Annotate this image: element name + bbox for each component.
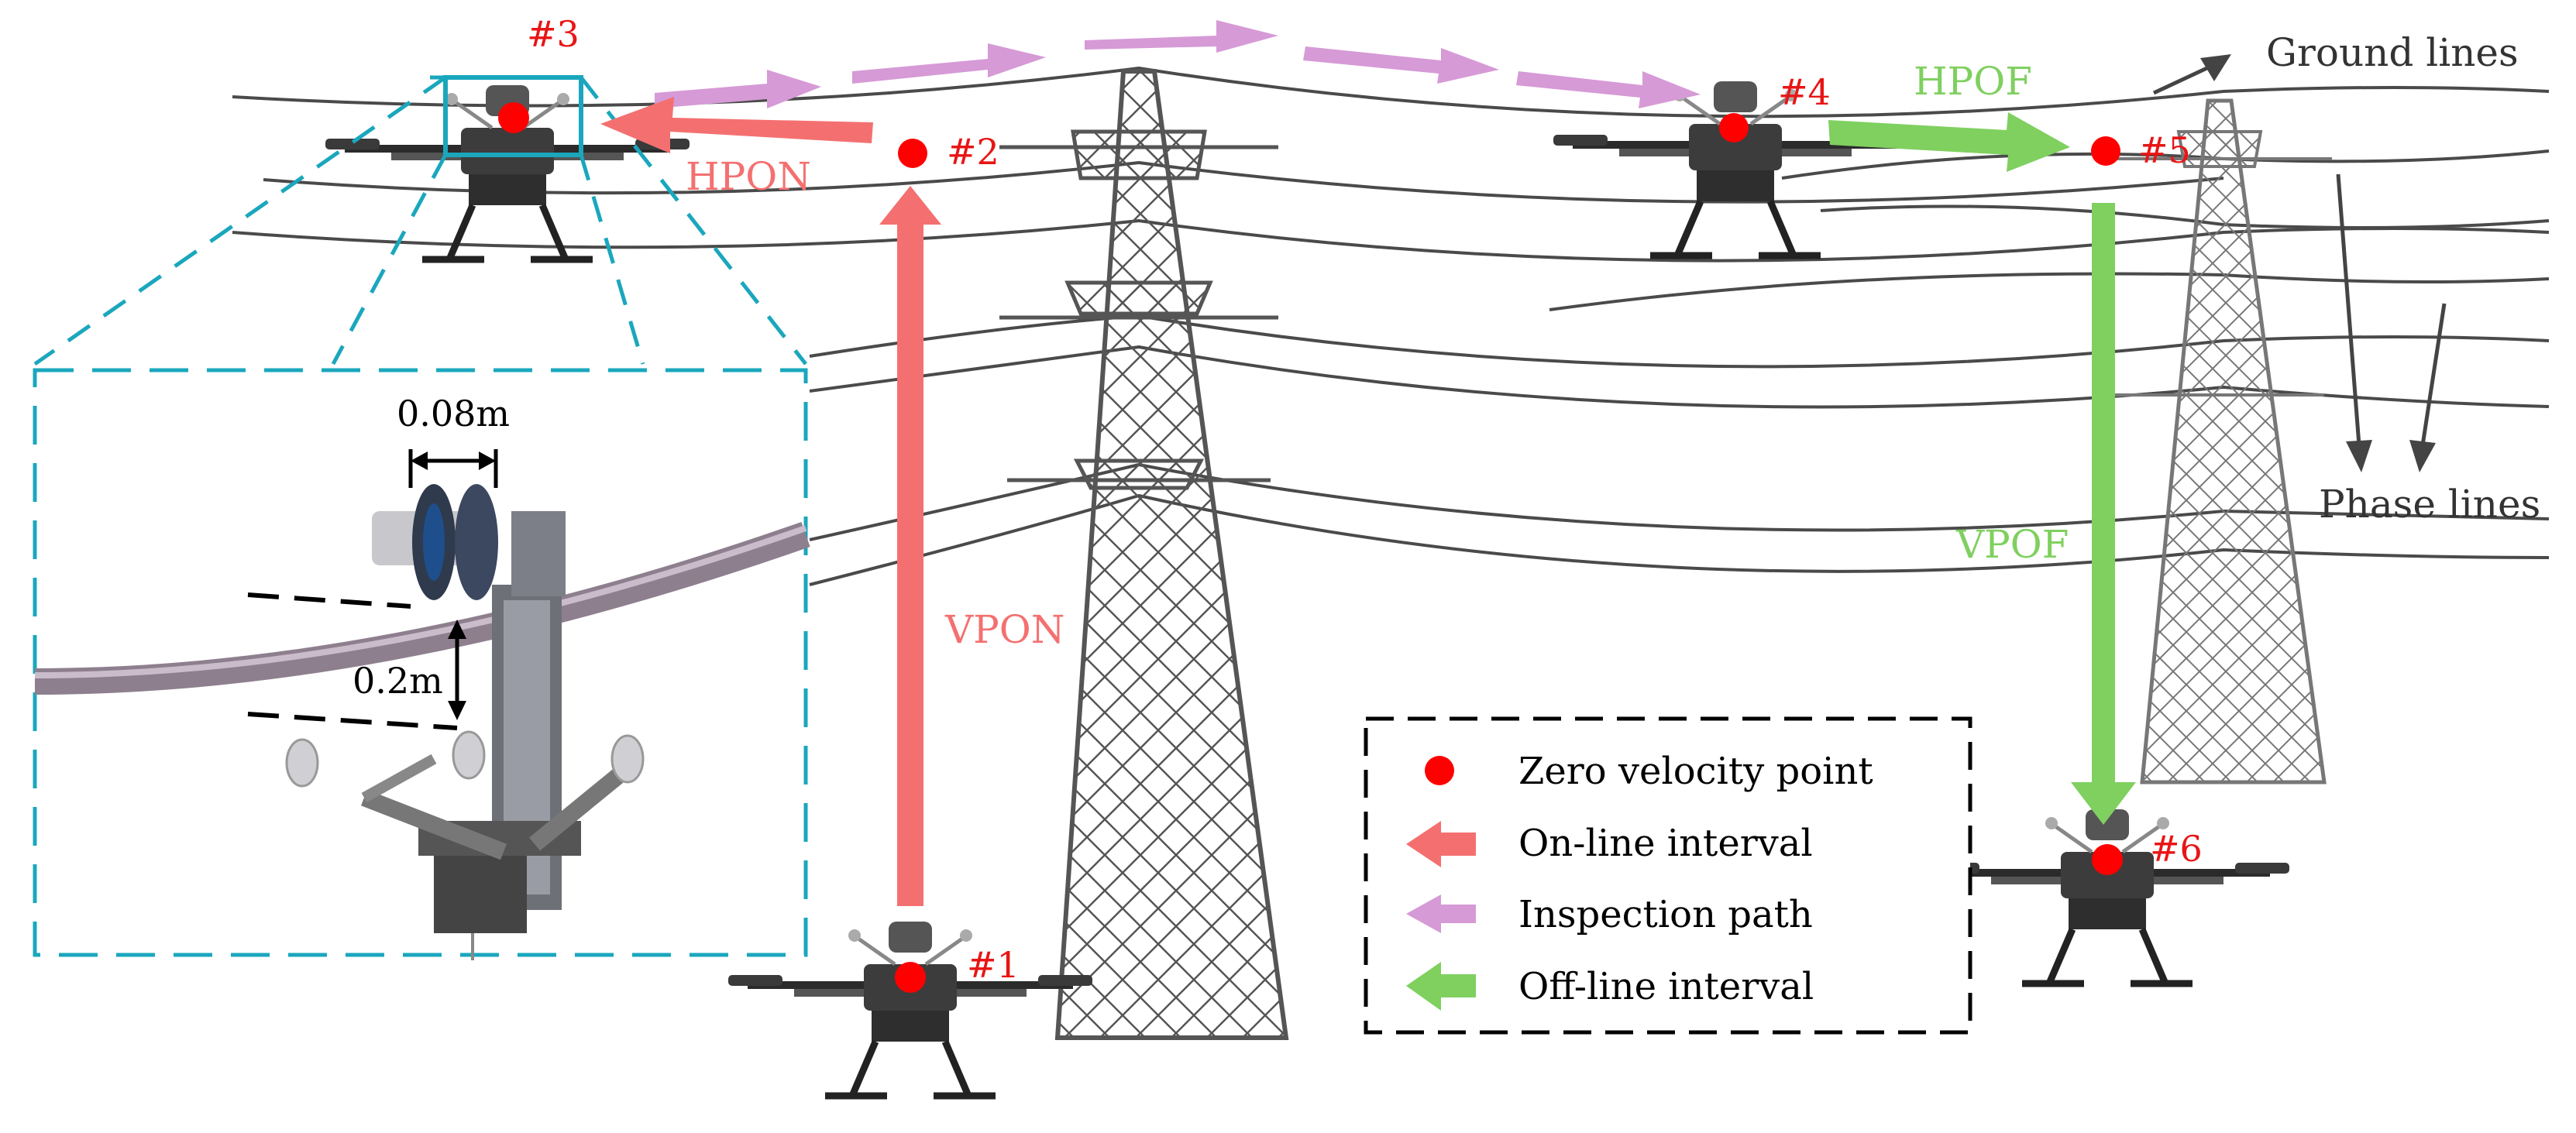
legend-inspection-label: Inspection path (1518, 893, 1813, 936)
online-interval (600, 97, 941, 906)
hpof-label: HPOF (1914, 59, 2032, 104)
phase-line (809, 345, 2550, 409)
vpof-arrow (2071, 203, 2136, 825)
vpof-label: VPOF (1955, 522, 2069, 567)
point-label-6: #6 (2150, 828, 2203, 870)
legend-zero-velocity-label: Zero velocity point (1518, 750, 1873, 793)
phase-lines-label: Phase lines (2319, 482, 2540, 527)
ground-line (263, 160, 2224, 204)
zero-point (1719, 113, 1749, 142)
phase-line (232, 218, 2550, 263)
zero-point (895, 962, 926, 993)
zero-point (2092, 844, 2123, 875)
drone-icon (1925, 809, 2289, 984)
point-label-2: #2 (947, 131, 999, 173)
phase-line (809, 314, 2550, 369)
point-label-4: #4 (1778, 71, 1831, 113)
ground-line (232, 66, 2550, 118)
legend-offline-label: Off-line interval (1518, 965, 1814, 1008)
phase-line (809, 493, 2550, 586)
hpon-label: HPON (686, 154, 811, 199)
zero-velocity-points (498, 102, 2123, 993)
offline-interval (1828, 112, 2136, 825)
legend-inspection-arrow (1406, 894, 1476, 933)
zero-point (2091, 136, 2120, 166)
power-lines (232, 66, 2550, 586)
vertical-offset-label: 0.2m (353, 660, 443, 702)
gripper-highlight-box (443, 75, 583, 157)
point-label-5: #5 (2138, 129, 2191, 171)
phase-line (1820, 204, 2550, 229)
legend-online-arrow (1406, 821, 1476, 867)
gap-width-label: 0.08m (397, 393, 510, 434)
vpon-label: VPON (944, 607, 1065, 652)
legend: Zero velocity point On-line interval Ins… (1364, 716, 1972, 1035)
hpon-arrow (600, 97, 873, 153)
ground-lines-label: Ground lines (2266, 30, 2519, 75)
transmission-tower-icon (999, 69, 1289, 1040)
hpof-arrow (1828, 112, 2070, 172)
phase-line (809, 462, 2550, 541)
line-gripper-icon (285, 484, 645, 960)
point-label-1: #1 (967, 944, 1020, 986)
gripper-inset: 0.08m 0.2m (33, 368, 810, 960)
zero-point (898, 139, 927, 168)
phase-lines-annotation: Phase lines (2319, 173, 2540, 527)
zero-point (498, 102, 529, 133)
ground-lines-annotation: Ground lines (2152, 30, 2519, 95)
inspection-path (655, 20, 1701, 108)
conductor-cable (34, 521, 810, 695)
point-label-3: #3 (527, 13, 580, 55)
vpon-arrow (879, 186, 941, 906)
phase-line (1549, 272, 2550, 311)
legend-offline-arrow (1406, 962, 1476, 1011)
transmission-tower-icon (2107, 98, 2332, 785)
legend-online-label: On-line interval (1518, 822, 1813, 865)
legend-zero-point-marker (1425, 756, 1454, 785)
